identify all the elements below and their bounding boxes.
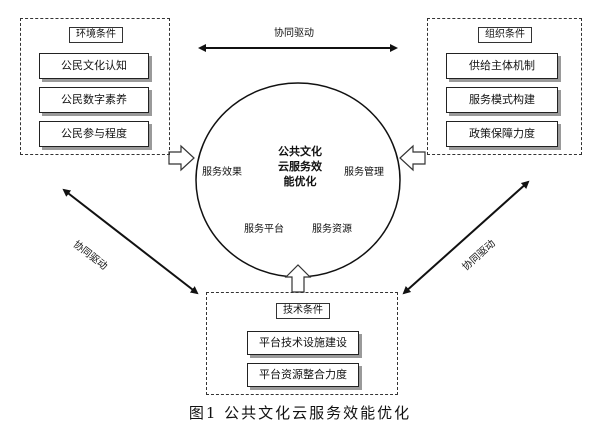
organization-item-policy: 政策保障力度 bbox=[446, 121, 558, 147]
environment-item-cognition: 公民文化认知 bbox=[39, 53, 149, 79]
environment-title: 环境条件 bbox=[69, 27, 123, 43]
environment-group: 环境条件 公民文化认知 公民数字素养 公民参与程度 bbox=[20, 18, 170, 155]
figure-caption: 图1 公共文化云服务效能优化 bbox=[188, 404, 412, 422]
organization-item-model: 服务模式构建 bbox=[446, 87, 558, 113]
organization-title: 组织条件 bbox=[478, 27, 532, 43]
organization-group: 组织条件 供给主体机制 服务模式构建 政策保障力度 bbox=[427, 18, 582, 155]
environment-item-literacy: 公民数字素养 bbox=[39, 87, 149, 113]
technology-item-infrastructure: 平台技术设施建设 bbox=[247, 331, 359, 355]
technology-item-integration: 平台资源整合力度 bbox=[247, 363, 359, 387]
label-service-resources: 服务资源 bbox=[312, 224, 352, 235]
right-input-arrow bbox=[399, 144, 426, 172]
right-drive-arrow bbox=[402, 180, 530, 295]
label-service-platform: 服务平台 bbox=[244, 224, 284, 235]
label-service-effect: 服务效果 bbox=[202, 167, 242, 178]
left-input-arrow bbox=[168, 144, 195, 172]
left-drive-arrow bbox=[62, 188, 199, 295]
technology-title: 技术条件 bbox=[276, 303, 330, 319]
organization-item-mechanism: 供给主体机制 bbox=[446, 53, 558, 79]
drive-label-top: 协同驱动 bbox=[274, 28, 314, 39]
core-label: 公共文化 云服务效 能优化 bbox=[278, 145, 322, 188]
bottom-input-arrow bbox=[284, 264, 312, 293]
environment-item-participation: 公民参与程度 bbox=[39, 121, 149, 147]
technology-group: 技术条件 平台技术设施建设 平台资源整合力度 bbox=[206, 292, 398, 395]
label-service-management: 服务管理 bbox=[344, 167, 384, 178]
